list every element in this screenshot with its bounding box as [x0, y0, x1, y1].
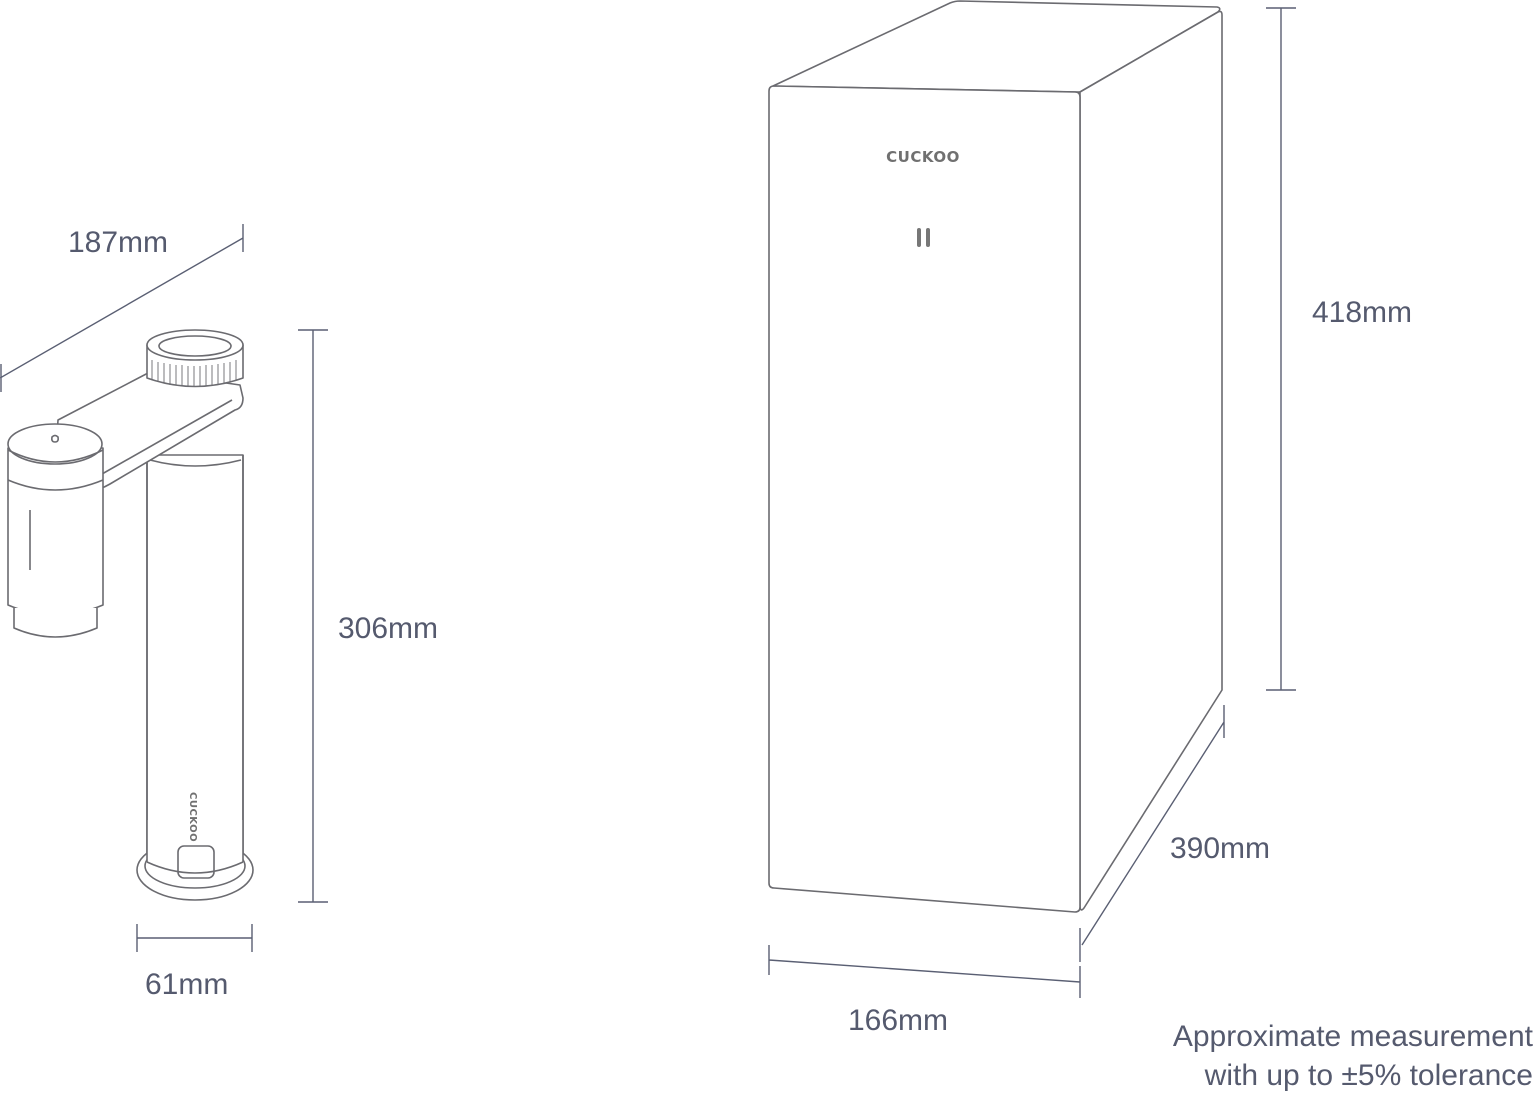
- note-line-2: with up to ±5% tolerance: [1204, 1059, 1533, 1092]
- faucet-height-dimension: 306mm: [298, 329, 438, 903]
- unit-height-dimension: 418mm: [1266, 7, 1412, 691]
- unit-width-label: 166mm: [848, 1004, 948, 1037]
- faucet-depth-dimension: 187mm: [0, 224, 244, 392]
- unit-logo: CUCKOO: [886, 148, 960, 166]
- note-line-1: Approximate measurement: [1173, 1020, 1534, 1053]
- unit-depth-dimension: 390mm: [1079, 705, 1270, 962]
- faucet-drawing: CUCKOO: [7, 329, 254, 901]
- tolerance-note: Approximate measurement with up to ±5% t…: [1173, 1020, 1534, 1092]
- pause-icon: [917, 228, 930, 247]
- unit-width-dimension: 166mm: [768, 945, 1081, 1037]
- faucet-width-dimension: 61mm: [136, 924, 253, 1001]
- unit-front: [768, 85, 1081, 913]
- faucet-logo: CUCKOO: [187, 792, 198, 842]
- filter-unit-drawing: CUCKOO: [768, 0, 1223, 913]
- unit-height-label: 418mm: [1312, 296, 1412, 329]
- unit-depth-label: 390mm: [1170, 832, 1270, 865]
- faucet-width-label: 61mm: [145, 968, 228, 1001]
- faucet-depth-label: 187mm: [68, 226, 168, 259]
- faucet-height-label: 306mm: [338, 612, 438, 645]
- unit-side: [1079, 10, 1223, 911]
- faucet-button: [177, 845, 215, 879]
